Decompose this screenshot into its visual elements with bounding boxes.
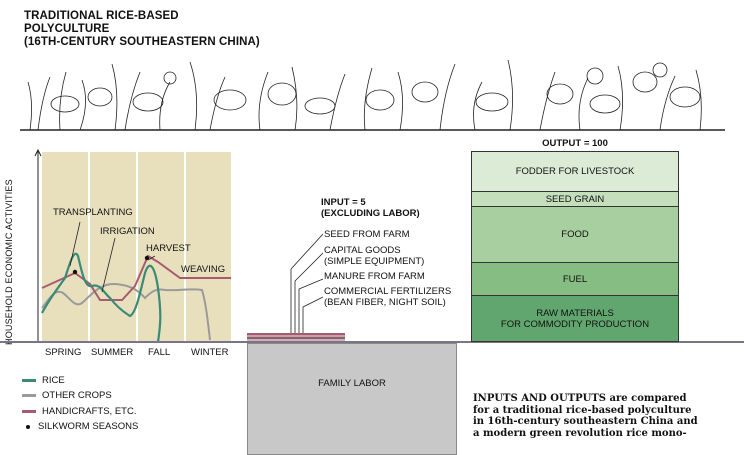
season-label-fall: FALL: [148, 347, 171, 358]
season-label-summer: SUMMER: [91, 347, 134, 358]
output-label-fuel: FUEL: [562, 273, 588, 285]
input-heading-line-2: (EXCLUDING LABOR): [321, 208, 420, 219]
silkworm-dot-spring: [72, 269, 78, 275]
family-labor-box: FAMILY LABOR: [247, 343, 457, 455]
legend-other-crops-label: OTHER CROPS: [42, 390, 112, 401]
output-label-raw-materials: RAW MATERIALS: [536, 307, 614, 319]
legend-rice-label: RICE: [42, 375, 65, 386]
annotation-transplanting: TRANSPLANTING: [53, 207, 133, 218]
input-heading: INPUT = 5 (EXCLUDING LABOR): [321, 197, 420, 219]
output-block-fodder: FODDER FOR LIVESTOCK: [471, 151, 679, 192]
rice-line: [41, 252, 162, 343]
legend-rice-swatch: [22, 379, 36, 382]
output-label-food: FOOD: [561, 229, 589, 240]
legend-rice: RICE: [22, 375, 65, 386]
legend-silkworm-dot: [26, 424, 30, 429]
legend-other-crops: OTHER CROPS: [22, 390, 112, 401]
input-list: SEED FROM FARM CAPITAL GOODS (SIMPLE EQU…: [324, 229, 451, 308]
input-item-fertilizer-detail: (BEAN FIBER, NIGHT SOIL): [324, 297, 446, 308]
input-item-manure: MANURE FROM FARM: [324, 271, 425, 282]
output-block-food: FOOD: [471, 206, 679, 263]
season-band-spring: [42, 152, 88, 342]
annotation-weaving: WEAVING: [181, 264, 226, 275]
caption-line-2: for a traditional rice-based polyculture: [473, 404, 692, 416]
caption-line-1: INPUTS AND OUTPUTS are compared: [473, 393, 687, 404]
harvest-leader: [147, 255, 156, 261]
y-axis-arrow: [34, 148, 42, 157]
family-labor-label: FAMILY LABOR: [318, 378, 386, 389]
caption-line-4: a modern green revolution rice mono-: [473, 427, 687, 439]
legend-silkworm-label: SILKWORM SEASONS: [38, 421, 139, 432]
annotation-harvest: HARVEST: [146, 243, 191, 254]
caption: INPUTS AND OUTPUTS are compared for a tr…: [473, 393, 703, 439]
title-line-2: POLYCULTURE: [24, 23, 110, 35]
title-line-3: (16TH-CENTURY SOUTHEASTERN CHINA): [24, 36, 260, 48]
silkworm-dot-fall: [144, 255, 150, 261]
input-item-seed: SEED FROM FARM: [324, 229, 410, 240]
output-label-fodder: FODDER FOR LIVESTOCK: [515, 166, 635, 177]
caption-line-3: in 16th-century southeastern China and: [473, 416, 698, 427]
irrigation-leader: [101, 237, 116, 293]
output-label-seed-grain: SEED GRAIN: [545, 193, 605, 205]
season-label-winter: WINTER: [191, 347, 229, 358]
annotation-irrigation: IRRIGATION: [100, 226, 155, 237]
transplanting-leader: [69, 221, 81, 267]
input-leaders: [247, 233, 345, 341]
ground-line: [0, 341, 744, 343]
input-item-capital: CAPITAL GOODS: [324, 245, 401, 256]
figure-title: TRADITIONAL RICE-BASED POLYCULTURE (16TH…: [24, 10, 260, 49]
input-heading-line-1: INPUT = 5: [321, 197, 366, 208]
output-label-raw-materials-2: FOR COMMODITY PRODUCTION: [500, 318, 650, 330]
plant-illustration: [20, 59, 725, 131]
activity-chart: [34, 148, 231, 343]
output-heading: OUTPUT = 100: [542, 138, 608, 149]
legend-handicrafts: HANDICRAFTS, ETC.: [22, 406, 136, 417]
season-band-winter: [186, 152, 231, 342]
output-block-seed-grain: SEED GRAIN: [471, 191, 679, 207]
output-block-raw-materials: RAW MATERIALS FOR COMMODITY PRODUCTION: [471, 295, 679, 342]
input-item-capital-detail: (SIMPLE EQUIPMENT): [324, 256, 425, 267]
input-item-fertilizer: COMMERCIAL FERTILIZERS: [324, 286, 452, 297]
title-line-1: TRADITIONAL RICE-BASED: [24, 10, 179, 22]
output-block-fuel: FUEL: [471, 262, 679, 296]
legend-handicrafts-swatch: [22, 410, 36, 413]
season-label-spring: SPRING: [45, 347, 82, 358]
legend-silkworm: SILKWORM SEASONS: [22, 421, 138, 432]
y-axis-label: HOUSEHOLD ECONOMIC ACTIVITIES: [4, 179, 14, 345]
legend-other-crops-swatch: [22, 394, 36, 397]
legend-handicrafts-label: HANDICRAFTS, ETC.: [42, 406, 137, 417]
handicrafts-line: [41, 254, 231, 301]
